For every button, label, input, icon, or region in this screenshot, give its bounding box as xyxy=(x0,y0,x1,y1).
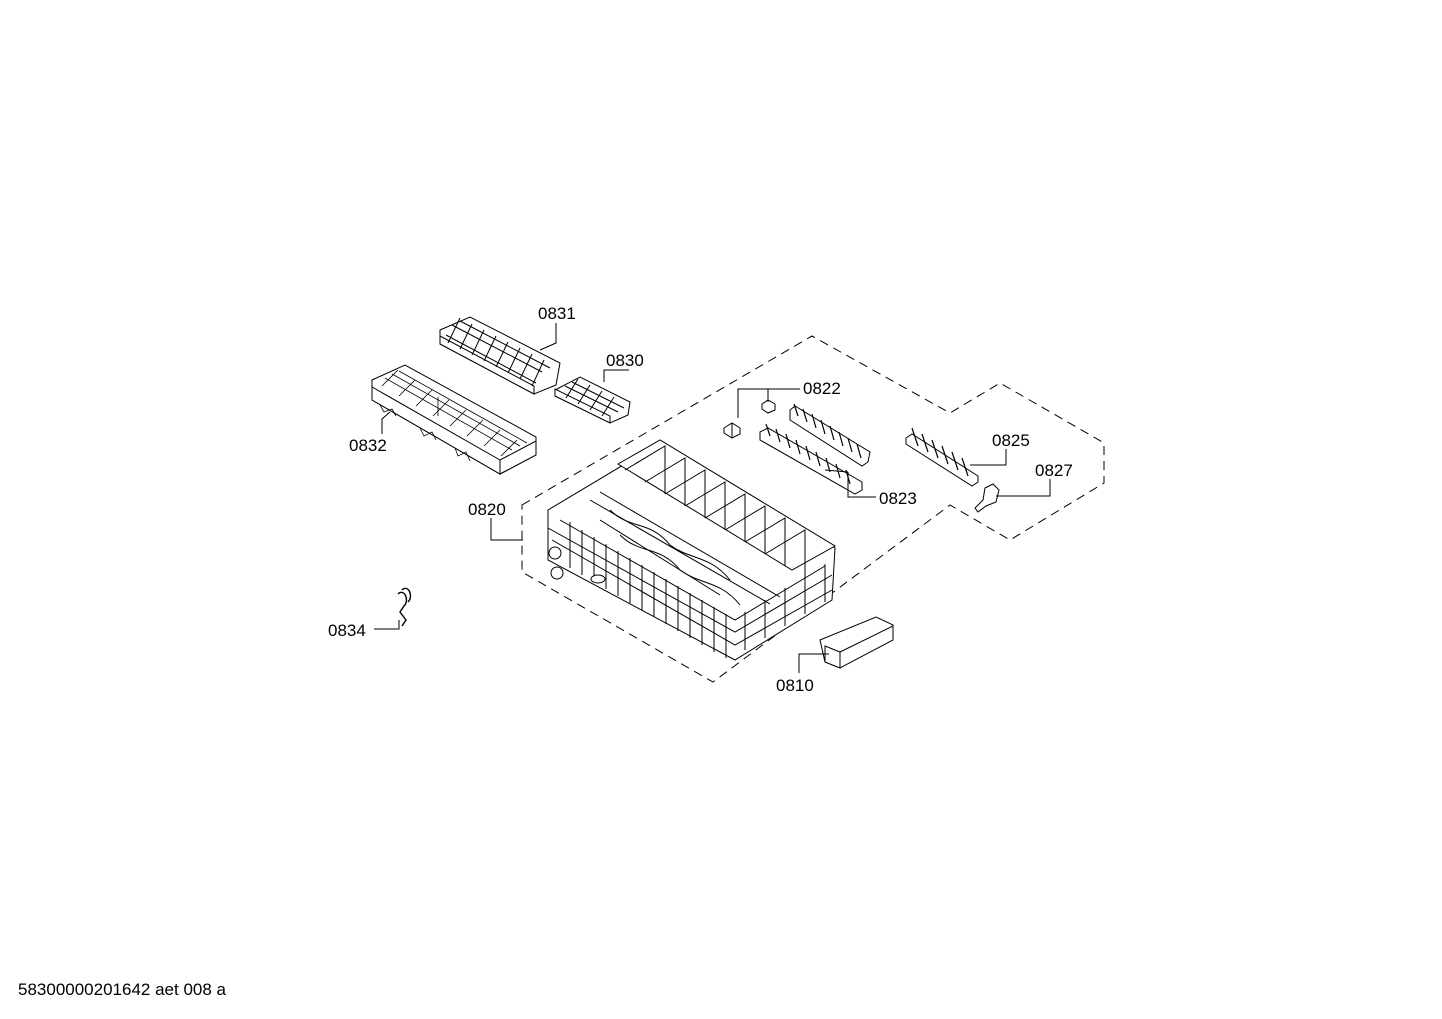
label-0827: 0827 xyxy=(1035,461,1073,480)
document-id: 58300000201642 aet 008 a xyxy=(18,980,226,999)
part-0820-upper-basket[interactable] xyxy=(547,439,836,661)
part-0827-hinge[interactable] xyxy=(974,483,1000,513)
part-0834-wire-clip[interactable] xyxy=(397,587,412,627)
label-0823: 0823 xyxy=(879,489,917,508)
part-0823-tine-rows[interactable] xyxy=(759,403,871,495)
label-0830: 0830 xyxy=(606,351,644,370)
leader-lines xyxy=(374,323,1051,673)
label-0834: 0834 xyxy=(328,621,366,640)
label-0832: 0832 xyxy=(349,436,387,455)
label-0810: 0810 xyxy=(776,676,814,695)
label-0820: 0820 xyxy=(468,500,506,519)
part-0822-clip[interactable] xyxy=(723,399,776,439)
part-0810-handle[interactable] xyxy=(819,616,894,669)
label-0831: 0831 xyxy=(538,304,576,323)
part-0832-cutlery-tray[interactable] xyxy=(371,364,537,475)
assembly-outline xyxy=(521,335,1105,683)
label-0825: 0825 xyxy=(992,431,1030,450)
label-0822: 0822 xyxy=(803,379,841,398)
part-0825-cup-shelf[interactable] xyxy=(905,427,979,487)
part-0831-cutlery-insert[interactable] xyxy=(439,316,561,395)
part-0830-small-insert[interactable] xyxy=(554,376,631,424)
